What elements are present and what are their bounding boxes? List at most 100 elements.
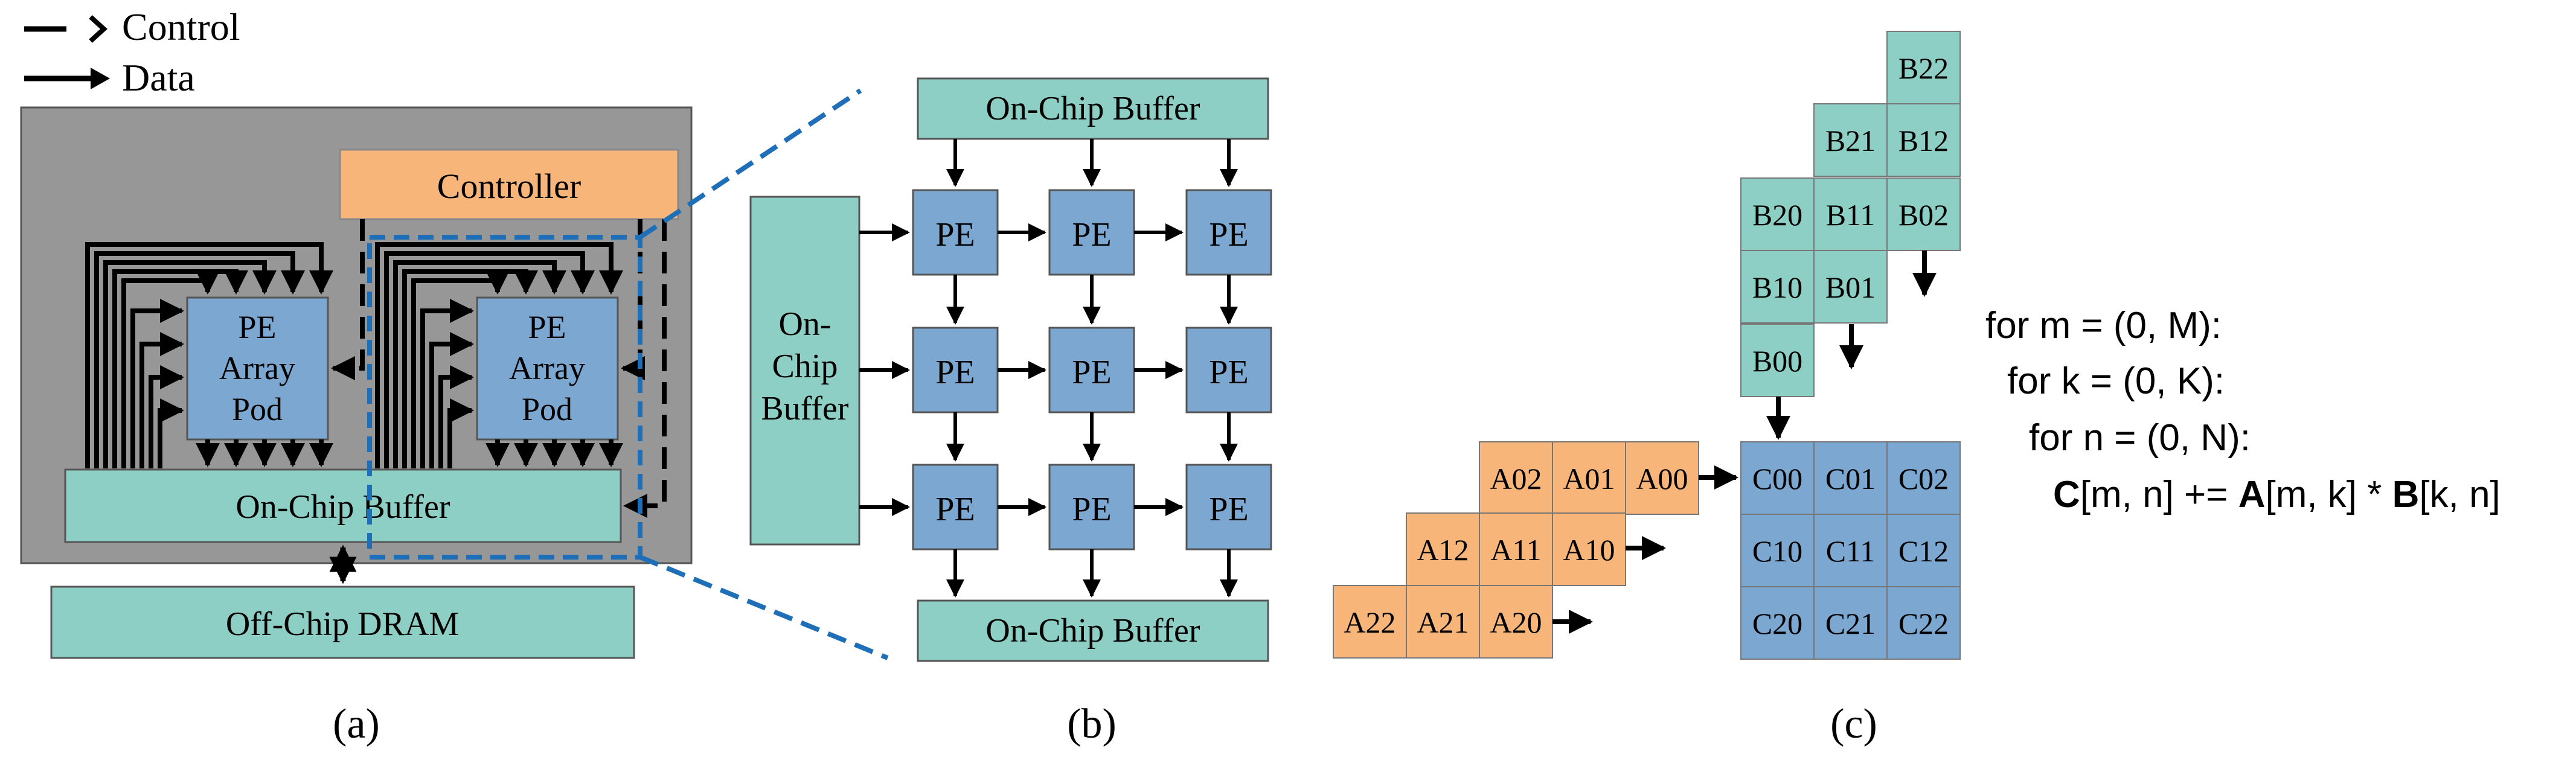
cell-b21 [1813, 103, 1888, 177]
left-buffer-b [749, 196, 860, 546]
code-line-4: C[m, n] += A[m, k] * B[k, n] [2053, 474, 2501, 515]
panel-a: Controller PE Array Pod PE Array Pod On-… [20, 106, 693, 747]
pe-0-1-label: PE [1072, 216, 1111, 254]
pe-2-0-label: PE [935, 491, 975, 528]
pe-2-1-label: PE [1072, 491, 1111, 528]
a-input-arrows [1552, 465, 1738, 634]
cell-c22 [1886, 586, 1961, 660]
cell-b01-label: B01 [1825, 270, 1876, 304]
pe-0-1 [1048, 189, 1135, 276]
cell-c22-label: C22 [1898, 607, 1949, 640]
cell-c01-label: C01 [1825, 462, 1876, 496]
cell-a02-label: A02 [1490, 462, 1542, 496]
pe-2-0 [912, 464, 999, 550]
cell-c20-label: C20 [1752, 607, 1802, 640]
pe-grid: PE PE PE PE PE PE PE PE PE [859, 139, 1272, 598]
cell-c10 [1740, 514, 1815, 587]
cell-a22-label: A22 [1344, 605, 1395, 639]
cell-a20-label: A20 [1490, 605, 1542, 639]
controller-label: Controller [437, 167, 581, 206]
pe-1-2-label: PE [1209, 354, 1248, 391]
zoom-highlight-box [367, 235, 642, 560]
loop-nest-code: for m = (0, M): for k = (0, K): for n = … [1985, 305, 2501, 515]
b-input-arrows [1766, 250, 1937, 440]
cell-c21 [1813, 586, 1888, 660]
top-buffer-b [917, 77, 1269, 140]
code-line-2: for k = (0, K): [2007, 360, 2225, 402]
pe-2-2-label: PE [1209, 491, 1248, 528]
off-chip-dram-label: Off-Chip DRAM [226, 605, 459, 643]
cell-c00-label: C00 [1752, 462, 1802, 496]
panel-b: On-Chip Buffer On- Chip Buffer On-Chip B… [749, 77, 1272, 747]
pe-0-0 [912, 189, 999, 276]
code-line-3: for n = (0, N): [2029, 417, 2251, 459]
code-line-1: for m = (0, M): [1985, 305, 2222, 346]
cell-c10-label: C10 [1752, 534, 1802, 568]
on-chip-buffer-a [64, 468, 622, 543]
pod-1-label-line2: Array [219, 350, 295, 386]
bottom-buffer-b-label: On-Chip Buffer [985, 612, 1200, 649]
code-b: B [2392, 474, 2420, 515]
pe-0-2-label: PE [1209, 216, 1248, 254]
cell-c02 [1886, 441, 1961, 515]
cell-b21-label: B21 [1825, 124, 1876, 158]
controller-box [339, 148, 679, 220]
cell-a20 [1479, 585, 1553, 659]
legend-data-label: Data [122, 56, 195, 99]
pod-1-label-line3: Pod [232, 391, 283, 427]
cell-c11-label: C11 [1826, 534, 1876, 568]
code-c-index: [m, n] += [2080, 474, 2238, 515]
cell-c12-label: C12 [1898, 534, 1949, 568]
legend-data-arrowhead [91, 68, 110, 89]
cell-a10-label: A10 [1563, 533, 1615, 567]
bottom-buffer-b [917, 599, 1269, 662]
cell-c21-label: C21 [1825, 607, 1876, 640]
caption-b: (b) [1067, 701, 1117, 747]
legend-control-arrowhead [89, 15, 107, 43]
cell-c02-label: C02 [1898, 462, 1949, 496]
cell-b12 [1886, 103, 1961, 177]
legend: Control Data [24, 5, 240, 99]
caption-a: (a) [333, 701, 380, 747]
cell-b22-label: B22 [1898, 51, 1949, 85]
cell-a01 [1552, 441, 1626, 515]
caption-c: (c) [1830, 701, 1877, 747]
pe-1-1-label: PE [1072, 354, 1111, 391]
left-buffer-b-line2: Chip [772, 348, 838, 385]
cell-a11-label: A11 [1490, 533, 1541, 567]
code-a: A [2238, 474, 2266, 515]
cell-b20-label: B20 [1752, 198, 1802, 232]
pe-array-pod-2 [476, 296, 619, 441]
off-chip-dram-box [50, 586, 635, 659]
cell-a01-label: A01 [1563, 462, 1615, 496]
cell-b11-label: B11 [1826, 198, 1876, 232]
cell-a22 [1333, 585, 1407, 659]
cell-b12-label: B12 [1898, 124, 1949, 158]
left-buffer-b-line3: Buffer [761, 390, 848, 427]
pe-2-2 [1185, 464, 1272, 550]
cell-a10 [1552, 512, 1626, 586]
pe-0-0-label: PE [935, 216, 975, 254]
pod-2-label-line1: PE [528, 309, 566, 345]
cell-b22 [1886, 31, 1961, 104]
code-a-index: [m, k] * [2265, 474, 2392, 515]
cell-c00 [1740, 441, 1815, 515]
cell-b00-label: B00 [1752, 344, 1802, 378]
cell-b02-label: B02 [1898, 198, 1949, 232]
cell-c12 [1886, 514, 1961, 587]
on-chip-buffer-a-label: On-Chip Buffer [235, 488, 450, 526]
cell-a00-label: A00 [1636, 462, 1688, 496]
cell-a12 [1406, 512, 1480, 586]
pe-array-pod-1 [186, 296, 329, 441]
cell-c01 [1813, 441, 1888, 515]
code-b-index: [k, n] [2419, 474, 2500, 515]
pod-1-label-line1: PE [238, 309, 276, 345]
pe-1-0-label: PE [935, 354, 975, 391]
pod-2-label-line3: Pod [522, 391, 572, 427]
cell-b10-label: B10 [1752, 270, 1802, 304]
